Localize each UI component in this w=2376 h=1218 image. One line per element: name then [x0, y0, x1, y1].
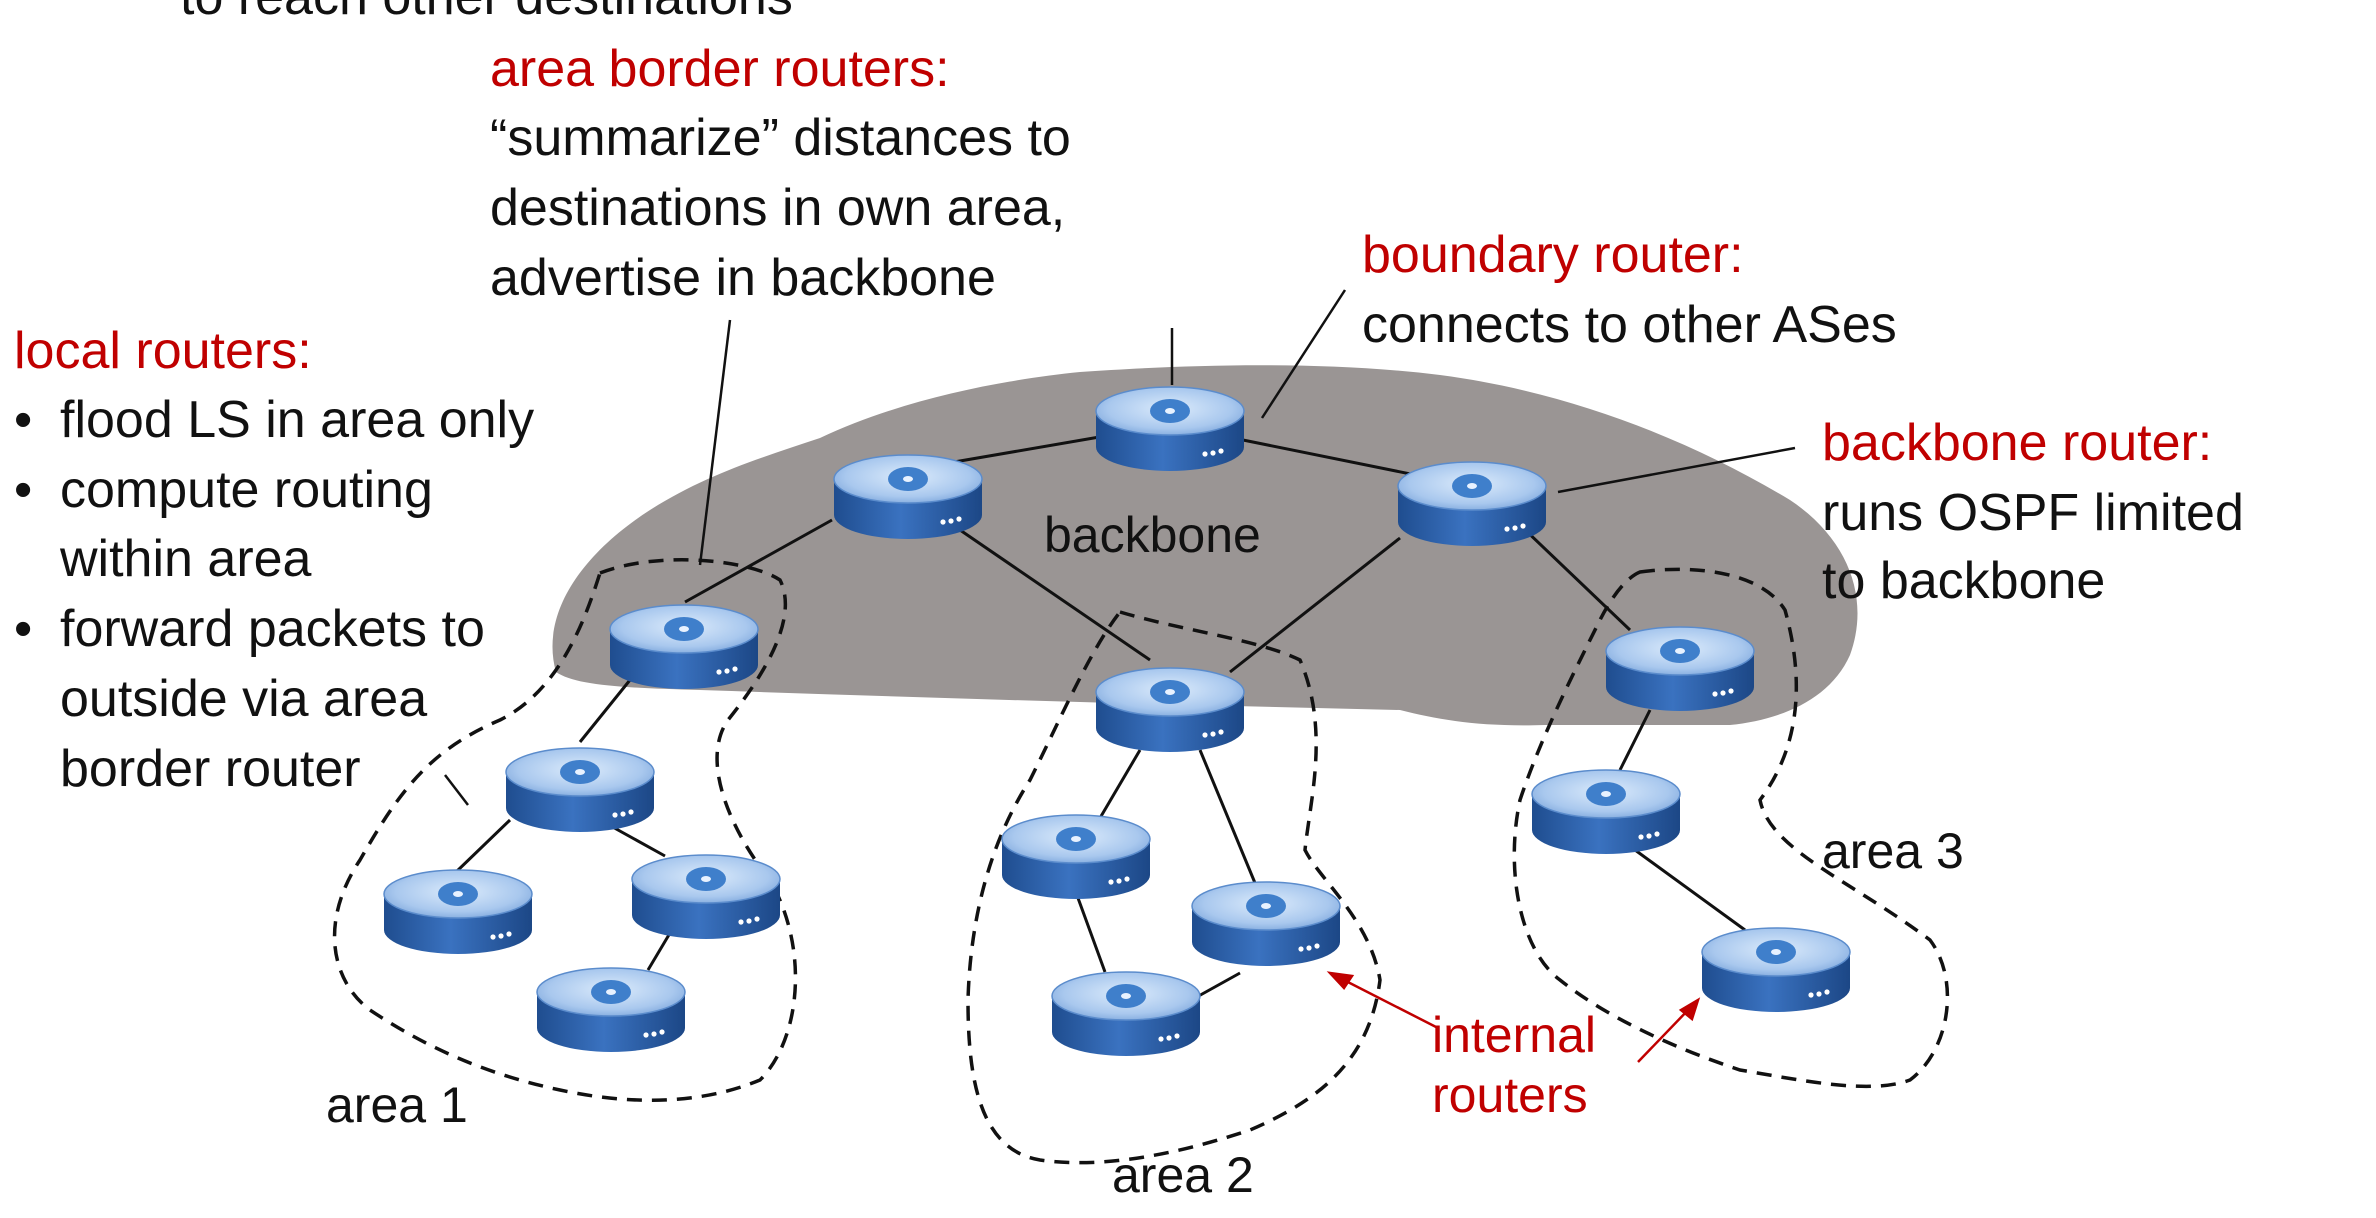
- local-routers-bullet: within area: [59, 530, 312, 588]
- area-border-routers-line: “summarize” distances to: [490, 109, 1071, 167]
- router-icon: [1531, 769, 1681, 855]
- bullet-dot: •: [14, 461, 32, 519]
- local-routers-bullet: border router: [60, 740, 361, 798]
- local-routers-bullet: forward packets to: [60, 600, 485, 658]
- boundary-router-callout: boundary router: connects to other ASes: [1362, 226, 1897, 354]
- router-icon: [536, 967, 686, 1053]
- router-icon: [1095, 667, 1245, 753]
- area1-boundary: [332, 558, 798, 1102]
- backbone-router-callout: backbone router: runs OSPF limited to ba…: [1822, 414, 2244, 610]
- area2-label: area 2: [1112, 1147, 1254, 1203]
- local-routers-title: local routers:: [14, 322, 312, 380]
- backbone-router-title: backbone router:: [1822, 414, 2212, 472]
- boundary-router-line: connects to other ASes: [1362, 296, 1897, 354]
- backbone-router-line: to backbone: [1822, 552, 2105, 610]
- area-boundaries: [332, 558, 1950, 1165]
- bullet-dot: •: [14, 600, 32, 658]
- router-icon: [1191, 881, 1341, 967]
- router-icon: [1605, 626, 1755, 712]
- router-icon: [1095, 386, 1245, 472]
- router-icon: [631, 854, 781, 940]
- local-routers-bullet: outside via area: [60, 670, 427, 728]
- area-border-routers-line: destinations in own area,: [490, 179, 1065, 237]
- internal-routers-line: internal: [1432, 1007, 1596, 1063]
- backbone-cloud: [552, 365, 1858, 726]
- internal-router-arrows: [1326, 971, 1701, 1063]
- router-icon: [833, 454, 983, 540]
- internal-routers-label: internal routers: [1432, 1007, 1596, 1123]
- internal-routers-line: routers: [1432, 1067, 1588, 1123]
- area3-boundary: [1512, 567, 1950, 1089]
- router-icon: [609, 604, 759, 690]
- router-icon: [505, 747, 655, 833]
- router-icon: [1701, 927, 1851, 1013]
- area3-label: area 3: [1822, 823, 1964, 879]
- backbone-router-line: runs OSPF limited: [1822, 484, 2244, 542]
- callout-leaders: [444, 289, 1796, 806]
- backbone-label: backbone: [1044, 507, 1261, 563]
- local-routers-bullet: compute routing: [60, 461, 433, 519]
- area1-label: area 1: [326, 1077, 468, 1133]
- area2-boundary: [966, 609, 1382, 1165]
- area-border-routers-line: advertise in backbone: [490, 249, 996, 307]
- local-routers-callout: local routers: • flood LS in area only •…: [14, 322, 534, 798]
- boundary-router-title: boundary router:: [1362, 226, 1744, 284]
- router-icon: [1001, 814, 1151, 900]
- area-border-routers-title: area border routers:: [490, 40, 950, 98]
- cut-off-heading: to reach other destinations: [180, 0, 793, 26]
- area-border-routers-callout: area border routers: “summarize” distanc…: [490, 40, 1071, 307]
- bullet-dot: •: [14, 391, 32, 449]
- router-icon: [1397, 461, 1547, 547]
- router-icon: [1051, 971, 1201, 1057]
- router-icon: [383, 869, 533, 955]
- local-routers-bullet: flood LS in area only: [60, 391, 534, 449]
